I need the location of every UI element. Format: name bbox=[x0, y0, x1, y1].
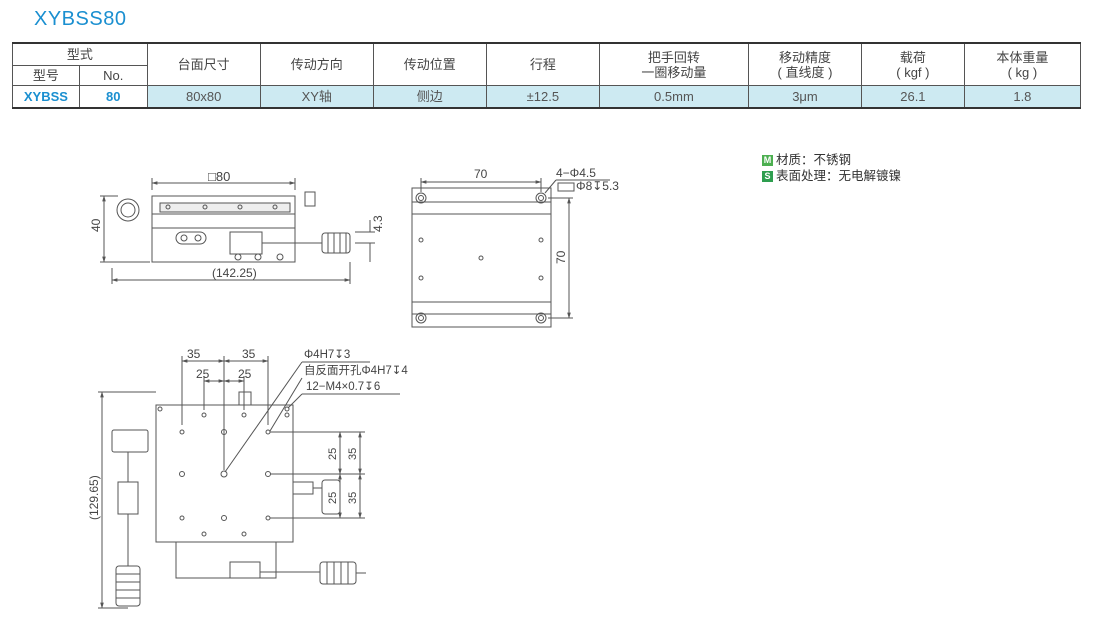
header-direction: 传动方向 bbox=[259, 42, 374, 86]
surface-text: 表面处理：无电解镀镍 bbox=[776, 169, 902, 183]
cell-per-turn: 0.5mm bbox=[598, 85, 749, 109]
label-plan-note1: Φ4H7↧3 bbox=[304, 349, 350, 361]
header-model: 型号 bbox=[12, 65, 80, 86]
header-weight-line1: 本体重量 bbox=[996, 49, 1049, 65]
header-position: 传动位置 bbox=[372, 42, 487, 86]
cell-table-size: 80x80 bbox=[146, 85, 261, 109]
plan-bottom-handle-icon bbox=[319, 561, 357, 585]
cell-accuracy: 3μm bbox=[747, 85, 863, 109]
cell-weight: 1.8 bbox=[963, 85, 1082, 109]
label-plan-right-25-bot: 25 bbox=[327, 492, 339, 504]
header-accuracy: 移动精度 ( 直线度 ) bbox=[747, 42, 863, 86]
header-load-line2: ( kgf ) bbox=[896, 64, 930, 80]
cell-load: 26.1 bbox=[861, 85, 965, 109]
cell-travel: ±12.5 bbox=[485, 85, 600, 109]
label-front-overall: (142.25) bbox=[212, 266, 257, 280]
label-plan-note3: 12−M4×0.7↧6 bbox=[306, 381, 380, 393]
label-plan-right-35-top: 35 bbox=[347, 448, 359, 460]
label-plan-25-right: 25 bbox=[238, 367, 252, 381]
surface-badge-icon: S bbox=[762, 170, 773, 182]
page-title: XYBSS80 bbox=[34, 8, 127, 30]
notes-block: M 材质：不锈钢 S 表面处理：无电解镀镍 bbox=[762, 152, 901, 184]
header-load-line1: 载荷 bbox=[899, 49, 926, 65]
header-accuracy-line1: 移动精度 bbox=[778, 49, 831, 65]
header-accuracy-line2: ( 直线度 ) bbox=[777, 64, 833, 80]
header-per-turn-line1: 把手回转 bbox=[647, 49, 700, 65]
header-weight: 本体重量 ( kg ) bbox=[963, 42, 1082, 86]
label-top-side: 70 bbox=[554, 250, 568, 264]
cell-model: XYBSS bbox=[12, 85, 80, 109]
label-top-holes-line1: 4−Φ4.5 bbox=[556, 166, 596, 180]
top-view bbox=[411, 178, 610, 328]
header-table-size: 台面尺寸 bbox=[146, 42, 261, 86]
label-front-height: 40 bbox=[89, 218, 103, 232]
cell-no: 80 bbox=[78, 85, 148, 109]
top-plate bbox=[411, 187, 552, 328]
header-weight-line2: ( kg ) bbox=[1007, 64, 1038, 80]
spec-table: 型式 台面尺寸 传动方向 传动位置 行程 把手回转 一圈移动量 移动精度 ( 直… bbox=[12, 42, 1082, 109]
header-type-group: 型式 bbox=[12, 42, 148, 66]
material-text: 材质：不锈钢 bbox=[776, 153, 852, 167]
header-load: 载荷 ( kgf ) bbox=[861, 42, 965, 86]
material-note: M 材质：不锈钢 bbox=[762, 152, 901, 168]
surface-note: S 表面处理：无电解镀镍 bbox=[762, 168, 901, 184]
plan-left-handle-icon bbox=[115, 565, 141, 607]
label-front-offset: 4.3 bbox=[371, 215, 385, 232]
label-plan-overall: (129.65) bbox=[87, 475, 101, 520]
cell-direction: XY轴 bbox=[259, 85, 374, 109]
front-left-knob-icon bbox=[116, 198, 140, 222]
label-plan-35-right: 35 bbox=[242, 347, 256, 361]
header-per-turn: 把手回转 一圈移动量 bbox=[598, 42, 749, 86]
header-travel: 行程 bbox=[485, 42, 600, 86]
label-top-holes-line2: Φ8↧5.3 bbox=[576, 179, 619, 193]
front-body bbox=[151, 195, 296, 263]
center-hole-icon bbox=[220, 470, 228, 478]
front-handle-icon bbox=[321, 232, 351, 254]
plan-view bbox=[98, 356, 400, 609]
front-view bbox=[100, 178, 375, 284]
header-no: No. bbox=[78, 65, 148, 86]
label-plan-35-left: 35 bbox=[187, 347, 201, 361]
label-front-width: □80 bbox=[208, 169, 230, 184]
label-plan-note2: 自反面开孔Φ4H7↧4 bbox=[304, 364, 408, 377]
header-per-turn-line2: 一圈移动量 bbox=[641, 64, 707, 80]
material-badge-icon: M bbox=[762, 154, 773, 166]
label-top-pitch: 70 bbox=[474, 167, 488, 181]
label-plan-25-left: 25 bbox=[196, 367, 210, 381]
label-plan-right-35-bot: 35 bbox=[347, 492, 359, 504]
label-plan-right-25-top: 25 bbox=[327, 448, 339, 460]
mount-hole-icon bbox=[415, 192, 427, 204]
cell-position: 侧边 bbox=[372, 85, 487, 109]
